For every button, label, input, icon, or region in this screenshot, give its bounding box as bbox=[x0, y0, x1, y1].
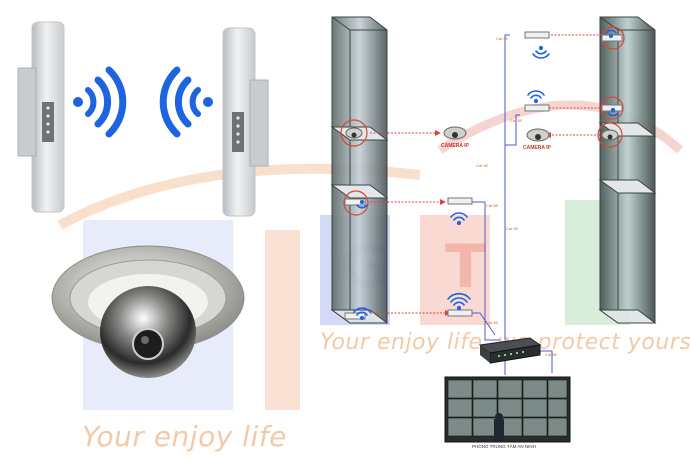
wireless-bridge-icon bbox=[344, 31, 623, 320]
logo-letter-t: T bbox=[445, 232, 487, 302]
dome-camera-icon bbox=[51, 245, 245, 378]
network-switch-icon bbox=[478, 337, 542, 364]
control-room-caption: PHÒNG TRUNG TÂM AN NINH bbox=[472, 444, 536, 449]
dome-camera-icon bbox=[443, 126, 467, 140]
dome-camera-icon bbox=[345, 127, 363, 139]
wireless-bridge-pair bbox=[17, 21, 269, 217]
camera-ip-label-1: CAMERA IP bbox=[441, 143, 469, 149]
wifi-signal-icon bbox=[353, 29, 619, 321]
cable-tag: Cat 5E bbox=[545, 352, 558, 357]
wireless-links bbox=[370, 34, 615, 314]
cable-tag: Cat 5E bbox=[486, 203, 499, 208]
cable-tag: Cat 5E bbox=[506, 226, 519, 231]
network-cables bbox=[470, 34, 553, 375]
building-right bbox=[598, 16, 657, 324]
wireless-bridge-icon bbox=[222, 27, 269, 217]
wifi-signal-icon bbox=[159, 66, 213, 138]
link-arrowheads bbox=[435, 32, 551, 316]
watermark-left-slogan: Your enjoy life bbox=[82, 420, 287, 453]
cable-tag: Cat 5E bbox=[496, 36, 509, 41]
dome-camera-icon bbox=[526, 128, 550, 142]
cable-tag: Cat 5E bbox=[476, 163, 489, 168]
dome-camera-icon bbox=[601, 129, 619, 141]
camera-ip-label-2: CAMERA IP bbox=[523, 145, 551, 151]
wifi-signal-icon bbox=[73, 66, 127, 138]
building-left bbox=[330, 16, 389, 324]
wireless-bridge-icon bbox=[17, 21, 65, 213]
network-topology-diagram bbox=[330, 16, 657, 443]
cable-tag: Cat 5E bbox=[486, 320, 499, 325]
cable-tag: Cat 5E bbox=[510, 118, 523, 123]
video-wall-icon bbox=[444, 376, 571, 443]
